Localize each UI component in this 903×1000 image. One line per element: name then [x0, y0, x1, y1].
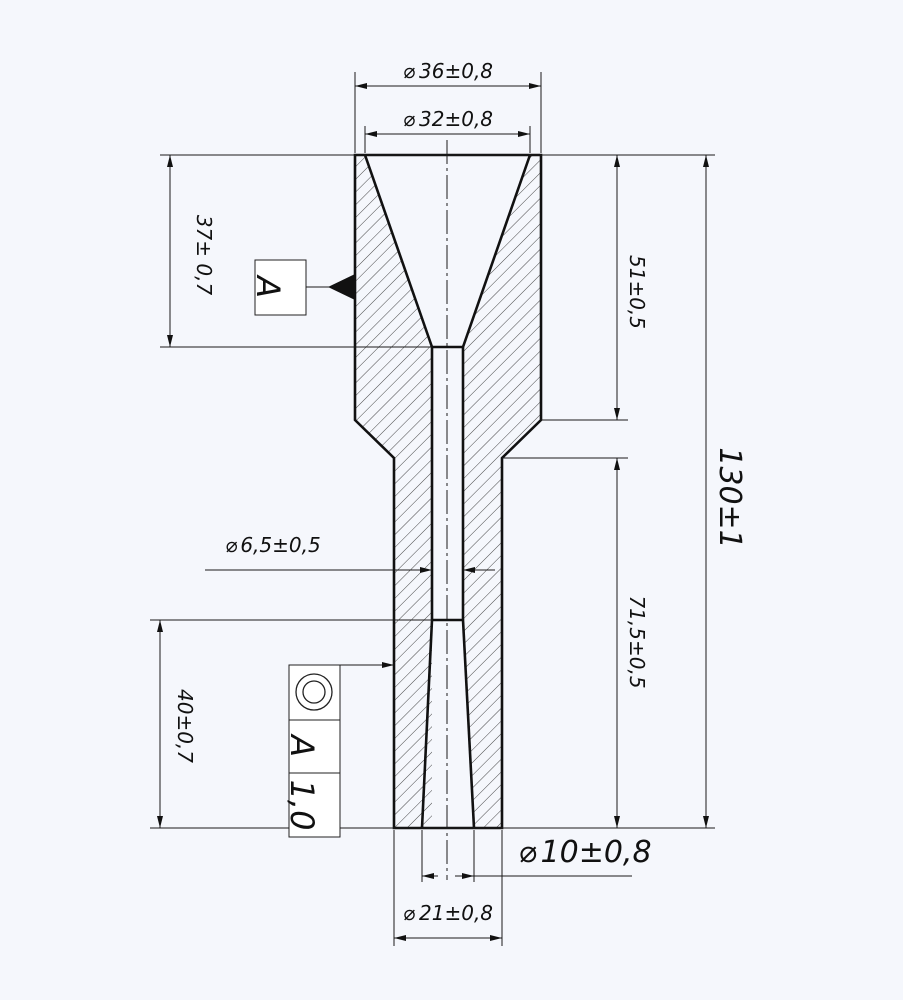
tolerance-datum-ref: A: [283, 733, 321, 757]
dim-inner-top-diameter: ⌀32±0,8: [403, 107, 493, 131]
datum-a-frame: [254, 259, 307, 316]
datum-triangle-icon: [328, 274, 355, 300]
extension-lines: [150, 72, 715, 946]
dim-bore-diameter: ⌀6,5±0,5: [225, 533, 320, 557]
tolerance-cell-value: [288, 772, 341, 838]
dim-outer-top-diameter: ⌀36±0,8: [403, 59, 493, 83]
lower-right-taper: [461, 619, 476, 829]
left-cone-edge: [363, 154, 434, 348]
right-cone-edge: [461, 154, 532, 348]
dim-lower-part-height: 71,5±0,5: [625, 595, 649, 688]
dim-exit-diameter: ⌀10±0,8: [518, 835, 651, 870]
datum-a-symbol: A: [249, 259, 355, 316]
dim-upper-part-height: 51±0,5: [625, 255, 649, 329]
tolerance-value: 1,0: [283, 780, 321, 831]
concentricity-icon: [295, 673, 333, 711]
datum-a-label: A: [249, 274, 287, 298]
lower-left-taper: [420, 619, 434, 829]
dim-lower-outer-diameter: ⌀21±0,8: [403, 901, 493, 925]
dim-total-length: 130±1: [712, 447, 747, 548]
dimension-texts: ⌀36±0,8 ⌀32±0,8 37± 0,7 51±0,5 130±1 ⌀6,…: [173, 59, 747, 925]
left-wall-section: [355, 155, 432, 828]
dim-lower-tolerance-zone: 40±0,7: [173, 689, 197, 763]
part-outline: [353, 140, 543, 880]
section-hatching: [355, 155, 541, 828]
dimension-lines: [157, 83, 709, 941]
dim-cone-depth: 37± 0,7: [192, 215, 216, 296]
tolerance-cell-datum: [288, 719, 341, 774]
tolerance-frame: A 1,0: [283, 662, 394, 838]
